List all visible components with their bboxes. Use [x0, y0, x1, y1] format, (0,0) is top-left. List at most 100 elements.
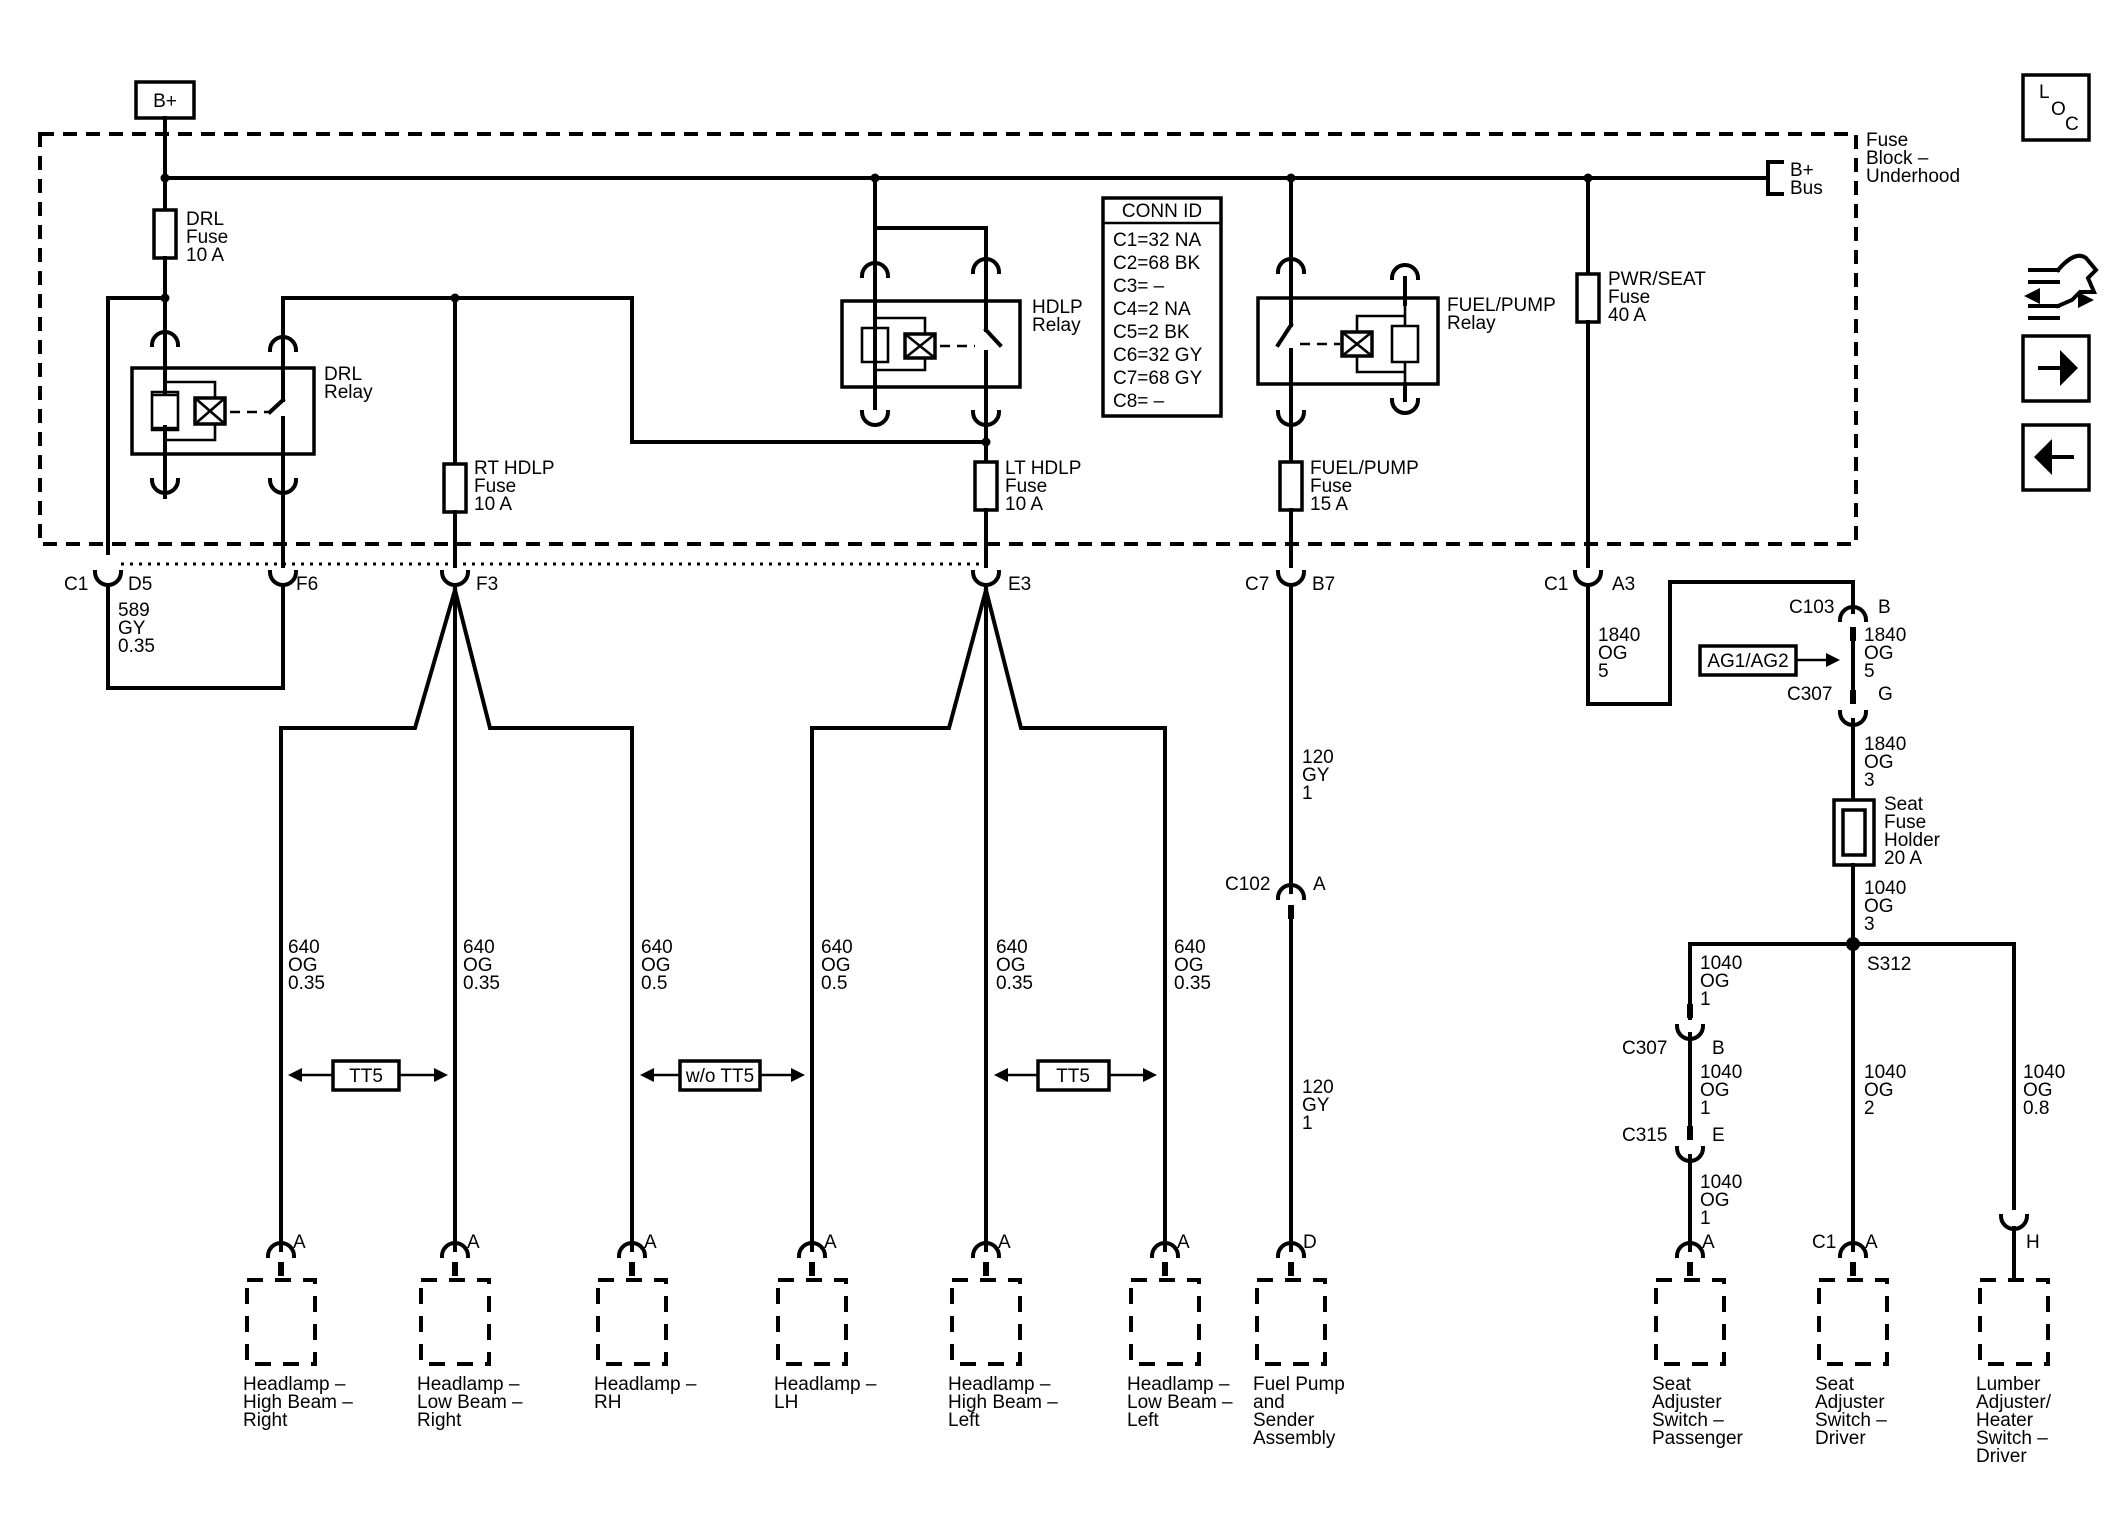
component-label: Headlamp –High Beam –Right — [243, 1374, 353, 1431]
fuse-block-boundary — [38, 132, 1858, 546]
b7-label: B7 — [1312, 574, 1335, 595]
left-headlamp-wiring — [810, 583, 1167, 1252]
pin-label: A — [1177, 1232, 1190, 1253]
pwr-seat-fuse — [1575, 272, 1601, 324]
conn-id-row: C1=32 NA — [1113, 230, 1202, 251]
pin-label: A — [644, 1232, 657, 1253]
c1-right-label: C1 — [1544, 574, 1568, 595]
f3-label: F3 — [476, 574, 498, 595]
next-page-button[interactable] — [2021, 334, 2091, 403]
a3-label: A3 — [1612, 574, 1635, 595]
pin-label: A — [467, 1232, 480, 1253]
fuel-pump-relay — [1256, 257, 1440, 427]
c307-bottom-pin-label: B — [1712, 1038, 1725, 1059]
component-hb-rt: A Headlamp –High Beam –Right — [243, 1232, 353, 1431]
seat-feed-wire — [1586, 580, 1855, 706]
loc-c: C — [2065, 114, 2079, 135]
tt5-right-label: TT5 — [1056, 1066, 1090, 1087]
s312-splice — [1688, 937, 2016, 1252]
prev-page-button[interactable] — [2021, 423, 2091, 492]
c1-driver-label: C1 — [1812, 1232, 1836, 1253]
component-lb-rt: A Headlamp –Low Beam –Right — [417, 1232, 523, 1431]
wo-tt5-label: w/o TT5 — [685, 1066, 754, 1087]
component-hb-lt: A Headlamp –High Beam –Left — [948, 1232, 1058, 1431]
loc-button[interactable]: L O C — [2021, 73, 2091, 142]
c7-label: C7 — [1245, 574, 1269, 595]
wiring-harness-icon[interactable] — [2024, 253, 2099, 320]
bus-terminal — [1766, 160, 1784, 196]
pin-label: A — [293, 1232, 306, 1253]
component-label: Headlamp –LH — [774, 1374, 877, 1413]
fuel-pump-fuse — [1278, 460, 1304, 512]
tt5-right-option: TT5 — [994, 1059, 1157, 1092]
bplus-source: B+ — [134, 80, 196, 180]
conn-id-table: CONN ID C1=32 NA C2=68 BK C3= – C4=2 NA … — [1101, 196, 1223, 418]
lt-hdlp-fuse — [973, 460, 999, 512]
component-label: Headlamp –Low Beam –Right — [417, 1374, 523, 1431]
drl-relay — [130, 330, 316, 495]
conn-id-row: C2=68 BK — [1113, 253, 1200, 274]
right-headlamp-wiring — [279, 583, 634, 1252]
pin-label: A — [1865, 1232, 1878, 1253]
c103-pin-label: B — [1878, 597, 1891, 618]
tt5-left-label: TT5 — [349, 1066, 383, 1087]
ag-option: AG1/AG2 — [1698, 644, 1840, 677]
component-lh: A Headlamp –LH — [774, 1232, 877, 1413]
rt-hdlp-fuse — [442, 462, 468, 514]
c307-top-pin-label: G — [1878, 684, 1893, 705]
pin-label: D — [1303, 1232, 1317, 1253]
lumbar-connector — [1998, 1213, 2030, 1282]
conn-id-row: C6=32 GY — [1113, 345, 1203, 366]
c315-label: C315 — [1622, 1125, 1667, 1146]
c1-left-label: C1 — [64, 574, 88, 595]
c307-top-label: C307 — [1787, 684, 1832, 705]
fuse-block-connectors — [92, 562, 1604, 587]
conn-id-title: CONN ID — [1122, 201, 1202, 222]
c102-connector — [1275, 883, 1307, 919]
c103-label: C103 — [1789, 597, 1834, 618]
component-label: Headlamp –High Beam –Left — [948, 1374, 1058, 1431]
conn-id-row: C5=2 BK — [1113, 322, 1190, 343]
seat-fuse-holder — [1832, 798, 1876, 867]
bplus-label: B+ — [153, 91, 177, 112]
pin-label: A — [1702, 1232, 1715, 1253]
conn-id-row: C8= – — [1113, 391, 1165, 412]
c102-label: C102 — [1225, 874, 1270, 895]
pin-label: H — [2026, 1232, 2040, 1253]
pin-label: A — [998, 1232, 1011, 1253]
drl-fuse — [152, 208, 178, 260]
c103-connector — [1837, 605, 1869, 641]
pin-label: A — [824, 1232, 837, 1253]
